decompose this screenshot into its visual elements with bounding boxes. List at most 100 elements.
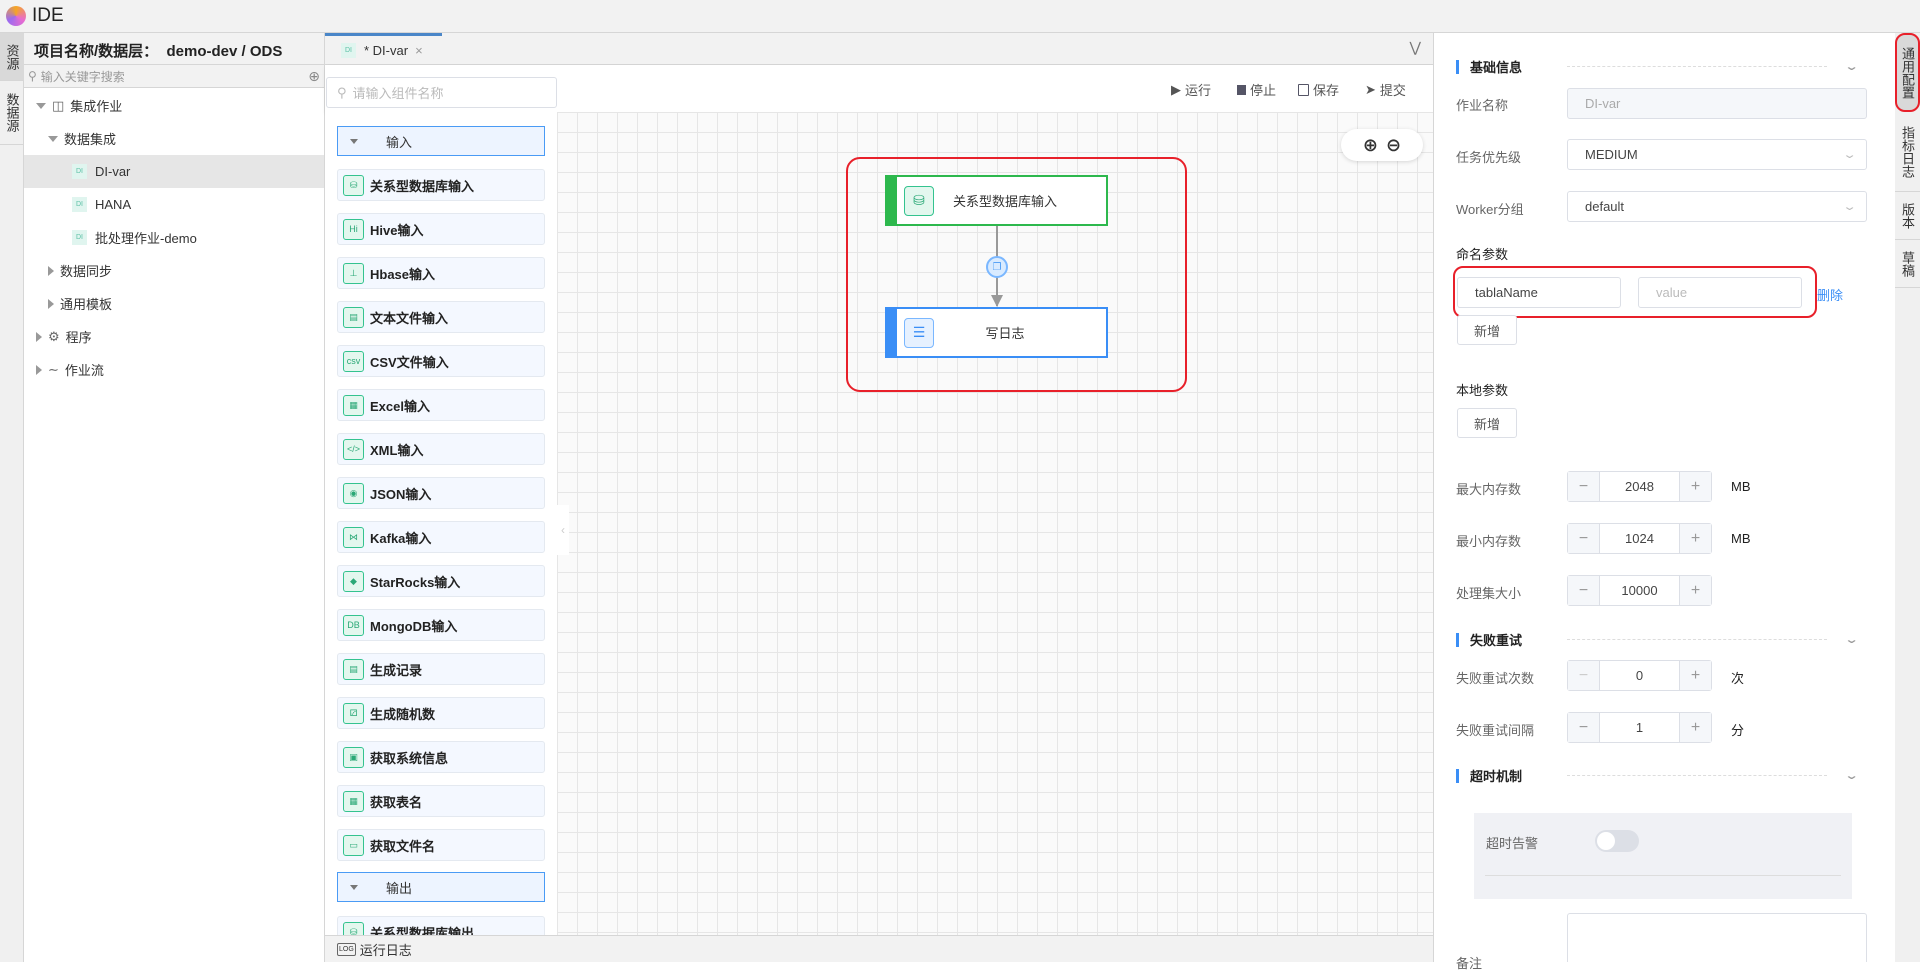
add-named-param-button[interactable]: 新增 [1457, 315, 1517, 345]
min-mem-stepper[interactable]: −1024+ [1567, 523, 1712, 554]
chevron-down-icon[interactable]: ⌄ [1844, 61, 1859, 73]
copy-edge-icon[interactable]: ❐ [986, 256, 1008, 278]
save-button[interactable]: 保存 [1298, 80, 1339, 99]
palette-item[interactable]: ⊥Hbase输入 [337, 257, 545, 289]
palette-item[interactable]: ▣获取系统信息 [337, 741, 545, 773]
tree-item[interactable]: 数据同步 [24, 254, 324, 287]
unit-label: MB [1731, 531, 1751, 546]
section-timeout[interactable]: 超时机制⌄ [1456, 766, 1859, 785]
timeout-alert-toggle[interactable] [1595, 830, 1639, 852]
flow-node-db-input[interactable]: ⛁ 关系型数据库输入 [885, 175, 1108, 226]
palette-group-header[interactable]: 输入 [337, 126, 545, 156]
tab-draft[interactable]: 草稿 [1895, 240, 1920, 288]
close-icon[interactable]: × [415, 43, 423, 58]
side-tab-datasource[interactable]: 数据源 [0, 81, 24, 145]
locate-icon[interactable]: ⊕ [308, 67, 320, 84]
param-value-input[interactable]: value [1638, 277, 1802, 308]
delete-param-link[interactable]: 删除 [1817, 288, 1844, 303]
minus-icon[interactable]: − [1568, 472, 1599, 501]
chevron-down-icon[interactable]: ⌄ [1844, 634, 1859, 646]
flow-canvas[interactable] [557, 112, 1433, 935]
palette-item[interactable]: ⚂生成随机数 [337, 697, 545, 729]
palette-group-header[interactable]: 输出 [337, 872, 545, 902]
palette-item[interactable]: ▦Excel输入 [337, 389, 545, 421]
component-search-input[interactable]: ⚲ 请输入组件名称 [326, 77, 557, 108]
param-key-input[interactable]: tablaName [1457, 277, 1621, 308]
tree-item[interactable]: 通用模板 [24, 287, 324, 320]
tree-item[interactable]: ∼作业流 [24, 353, 324, 386]
job-name-field[interactable]: DI-var [1567, 88, 1867, 119]
run-log-bar[interactable]: LOG 运行日志 [325, 935, 1433, 962]
minus-icon[interactable]: − [1568, 661, 1599, 690]
tree-item[interactable]: 数据集成 [24, 122, 324, 155]
unit-label: MB [1731, 479, 1751, 494]
palette-item[interactable]: </>XML输入 [337, 433, 545, 465]
worker-select[interactable]: default⌄ [1567, 191, 1867, 222]
max-mem-stepper[interactable]: −2048+ [1567, 471, 1712, 502]
zoom-in-icon[interactable]: ⊕ [1362, 134, 1378, 155]
caret-right-icon[interactable] [36, 364, 42, 375]
minus-icon[interactable]: − [1568, 576, 1599, 605]
tree-search[interactable]: ⚲ 输入关键字搜索 ⊕ [24, 65, 324, 88]
tab-di-var[interactable]: DI * DI-var × [325, 33, 442, 65]
plus-icon[interactable]: + [1680, 576, 1711, 605]
palette-item[interactable]: ◆StarRocks输入 [337, 565, 545, 597]
plus-icon[interactable]: + [1680, 472, 1711, 501]
starrocks-icon: ◆ [343, 570, 364, 592]
chevron-down-icon[interactable]: ⌄ [1844, 770, 1859, 782]
resource-tree-panel: 项目名称/数据层： demo-dev / ODS ⚲ 输入关键字搜索 ⊕ ◫集成… [24, 33, 325, 962]
plus-icon[interactable]: + [1680, 713, 1711, 742]
palette-item[interactable]: ⋈Kafka输入 [337, 521, 545, 553]
section-retry[interactable]: 失败重试⌄ [1456, 630, 1859, 649]
caret-right-icon[interactable] [48, 298, 54, 309]
zoom-out-icon[interactable]: ⊖ [1386, 134, 1402, 155]
retry-interval-stepper[interactable]: −1+ [1567, 712, 1712, 743]
plus-icon[interactable]: + [1680, 524, 1711, 553]
timeout-alert-label: 超时告警 [1486, 836, 1539, 851]
palette-item[interactable]: ⛁关系型数据库输入 [337, 169, 545, 201]
add-local-param-button[interactable]: 新增 [1457, 408, 1517, 438]
run-log-label: 运行日志 [359, 942, 412, 958]
side-tab-resources[interactable]: 资源 [0, 33, 24, 81]
stop-icon [1237, 84, 1246, 95]
retry-count-stepper[interactable]: −0+ [1567, 660, 1712, 691]
palette-item[interactable]: ⛁关系型数据库输出 [337, 916, 545, 935]
node-label: 关系型数据库输入 [952, 194, 1057, 209]
tab-general-config[interactable]: 通用配置 [1895, 33, 1920, 112]
caret-down-icon[interactable] [36, 102, 46, 109]
tree-search-input[interactable]: 输入关键字搜索 [40, 69, 125, 84]
priority-select[interactable]: MEDIUM⌄ [1567, 139, 1867, 170]
minus-icon[interactable]: − [1568, 713, 1599, 742]
flow-node-write-log[interactable]: ☰ 写日志 [885, 307, 1108, 358]
tree-item[interactable]: ◫集成作业 [24, 89, 324, 122]
minus-icon[interactable]: − [1568, 524, 1599, 553]
double-chevron-down-icon[interactable]: ⋁ [1409, 39, 1421, 55]
section-basic-info[interactable]: 基础信息⌄ [1456, 57, 1859, 76]
run-button[interactable]: ▶运行 [1171, 81, 1212, 99]
caret-down-icon[interactable] [48, 135, 58, 142]
caret-right-icon[interactable] [36, 331, 42, 342]
tab-version[interactable]: 版本 [1895, 192, 1920, 240]
palette-item[interactable]: ▤文本文件输入 [337, 301, 545, 333]
log-file-icon: LOG [337, 942, 356, 956]
collapse-palette-handle[interactable]: ‹ [557, 505, 569, 555]
records-icon: ▤ [343, 658, 364, 680]
palette-item[interactable]: ▤生成记录 [337, 653, 545, 685]
batch-size-stepper[interactable]: −10000+ [1567, 575, 1712, 606]
palette-item[interactable]: ▦获取表名 [337, 785, 545, 817]
stop-button[interactable]: 停止 [1237, 80, 1276, 99]
caret-right-icon[interactable] [48, 265, 54, 276]
submit-button[interactable]: ➤提交 [1365, 81, 1406, 99]
tab-metrics-log[interactable]: 指标日志 [1895, 112, 1920, 192]
tree-item[interactable]: ⚙程序 [24, 320, 324, 353]
plus-icon[interactable]: + [1680, 661, 1711, 690]
note-textarea[interactable] [1567, 913, 1867, 962]
palette-item[interactable]: ◉JSON输入 [337, 477, 545, 509]
palette-item[interactable]: ▭获取文件名 [337, 829, 545, 861]
